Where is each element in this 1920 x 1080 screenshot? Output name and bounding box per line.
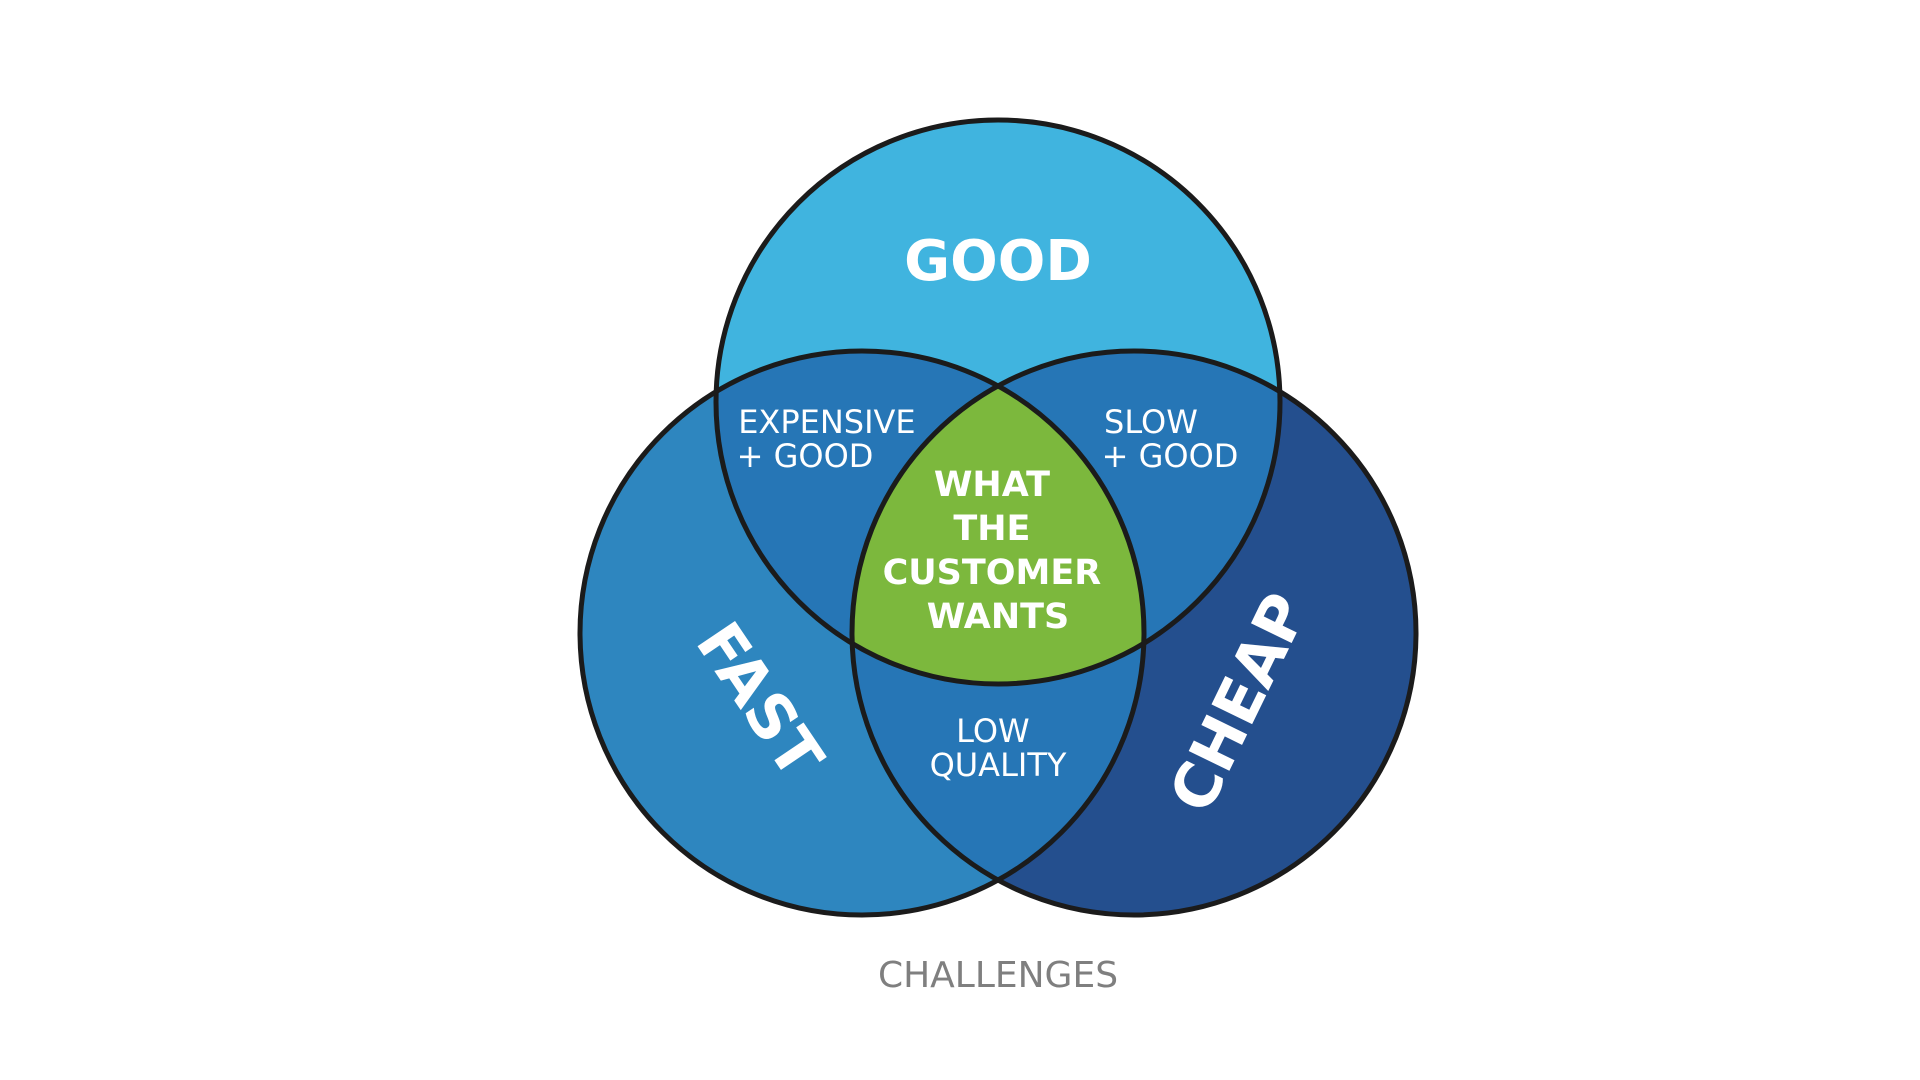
- slow-good-line-1: SLOW: [1104, 403, 1198, 441]
- customer-wants-label: WHAT THE CUSTOMER WANTS: [883, 465, 1114, 637]
- good-label: GOOD: [904, 229, 1092, 294]
- expensive-good-line-1: EXPENSIVE: [738, 403, 915, 441]
- slow-good-line-2: + GOOD: [1102, 437, 1239, 475]
- circle-outlines: [577, 117, 1419, 918]
- cheap-circle-outline: [849, 348, 1419, 918]
- customer-wants-region: [852, 351, 1144, 684]
- low-quality-line-2: QUALITY: [930, 746, 1067, 784]
- center-line-3: CUSTOMER: [883, 553, 1102, 593]
- caption-challenges: CHALLENGES: [878, 955, 1118, 996]
- center-line-2: THE: [953, 509, 1030, 549]
- expensive-good-line-2: + GOOD: [737, 437, 874, 475]
- low-quality-line-1: LOW: [956, 712, 1030, 750]
- center-line-1: WHAT: [934, 465, 1050, 505]
- slow-good-label: SLOW + GOOD: [1102, 403, 1239, 475]
- low-quality-label: LOW QUALITY: [930, 712, 1067, 784]
- expensive-good-label: EXPENSIVE + GOOD: [737, 403, 926, 475]
- fast-circle-outline: [577, 348, 1147, 918]
- center-line-4: WANTS: [927, 597, 1070, 637]
- good-circle-outline: [713, 117, 1283, 687]
